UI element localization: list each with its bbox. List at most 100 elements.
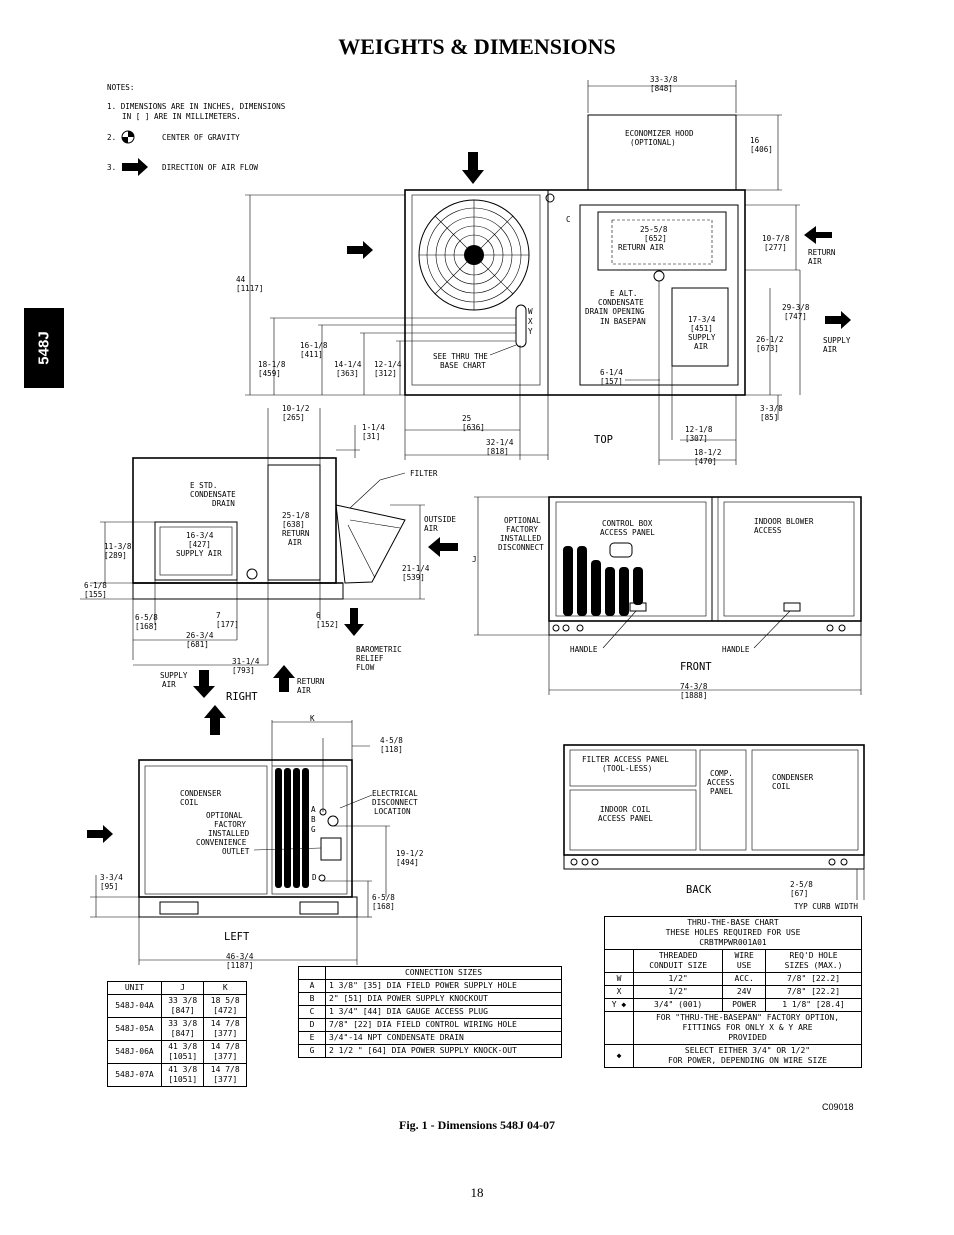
header-text: CONDUIT SIZE [649,961,708,970]
std-drain-label: E STD. [190,481,217,490]
dim-text: [1888] [680,691,707,700]
left-airflow-arrow-icon [87,825,113,843]
note-3-text: DIRECTION OF AIR FLOW [162,163,258,172]
supply-arrow-icon [825,311,851,329]
dim-text: 32-1/4 [486,438,514,447]
cell-text: 14 7/8 [210,1042,240,1051]
return-label: AIR [288,538,302,547]
dim-text: 26-1/2 [756,335,783,344]
economizer-label: (OPTIONAL) [630,138,676,147]
dim-text: 3-3/8 [760,404,783,413]
alt-drain-label: E ALT. [610,289,637,298]
dim-text: 3-3/4 [100,873,123,882]
note-3: 3. [107,163,116,172]
note-2-text: CENTER OF GRAVITY [162,133,240,142]
supply-label: SUPPLY [160,671,188,680]
dim-text: [681] [186,640,209,649]
comp-panel-label: COMP. [710,769,733,778]
dim-text: [85] [760,413,778,422]
hole-label-c: C [566,215,571,224]
dim-text: 12-1/8 [685,425,713,434]
dim-text: [818] [486,447,509,456]
cell-text: 33 3/8 [168,996,198,1005]
condenser-label: COIL [772,782,791,791]
dim-text: [363] [336,369,359,378]
dim-text: 29-3/8 [782,303,810,312]
hole-label-x: X [528,317,533,326]
cell: 548J-04A [107,994,162,1018]
cell-text: 14 7/8 [210,1019,240,1028]
dim-text: [277] [764,243,787,252]
supply-label: SUPPLY [823,336,851,345]
cell: 3/4"-14 NPT CONDENSATE DRAIN [325,1031,562,1045]
back-view-label: BACK [686,884,712,896]
cell: 2" [51] DIA POWER SUPPLY KNOCKOUT [325,992,562,1006]
dim-text: 6-1/8 [84,581,107,590]
control-box-label: CONTROL BOX [602,519,653,528]
header-text: REQ'D HOLE [789,951,838,960]
filter-label: FILTER [410,469,438,478]
dim-text: [168] [135,622,158,631]
control-box-handle [609,542,633,558]
curb-label: TYP CURB WIDTH [794,902,858,911]
note-text: SELECT EITHER 3/4" OR 1/2" [684,1046,811,1055]
cell: C [298,1005,326,1019]
filter-panel-label: (TOOL-LESS) [602,764,652,773]
indoor-coil-label: ACCESS PANEL [598,814,653,823]
dim-text: [177] [216,620,239,629]
cell: 41 3/8[1051] [160,1063,205,1087]
dim-text: [848] [650,84,673,93]
note-text: FOR POWER, DEPENDING ON WIRE SIZE [668,1056,827,1065]
dim-text: [168] [372,902,395,911]
cell: 2 1/2 " [64] DIA POWER SUPPLY KNOCK-OUT [325,1044,562,1058]
front-view: OPTIONAL FACTORY INSTALLED DISCONNECT CO… [472,496,862,700]
cell: SELECT EITHER 3/4" OR 1/2" FOR POWER, DE… [633,1044,862,1068]
dim-text: 12-1/4 [374,360,402,369]
dim-text: 6-5/8 [372,893,395,902]
dim-text: [636] [462,423,485,432]
left-view-label: LEFT [224,931,250,943]
cell-text: [377] [213,1029,238,1038]
dim-text: 1-1/4 [362,423,385,432]
blower-label: INDOOR BLOWER [754,517,814,526]
conn-label-b: B [311,815,316,824]
left-view-up-arrow-icon [204,705,226,735]
dim-text: [673] [756,344,779,353]
top-airflow-left-icon [347,241,373,259]
cell-text: [847] [170,1029,195,1038]
cell: G [298,1044,326,1058]
dim-text: [31] [362,432,380,441]
hole-label-w: W [528,307,533,316]
dim-text: [451] [690,324,713,333]
dim-text: [470] [694,457,717,466]
cell: 1 3/4" [44] DIA GAUGE ACCESS PLUG [325,1005,562,1019]
return-air-label: RETURN AIR [618,243,664,252]
condenser-label: COIL [180,798,199,807]
center-of-gravity-fill [122,131,134,143]
electrical-label: LOCATION [374,807,411,816]
condenser-label: CONDENSER [180,789,222,798]
return-label: RETURN [282,529,310,538]
dim-text: 31-1/4 [232,657,260,666]
std-drain-label: DRAIN [212,499,235,508]
cell-text: [377] [213,1052,238,1061]
page-title: WEIGHTS & DIMENSIONS [338,34,616,59]
disconnect-label: INSTALLED [500,534,542,543]
dim-text: [427] [188,540,211,549]
note-2: 2. [107,133,116,142]
top-unit-outline [404,189,746,396]
cell: 1 1/8" [28.4] [765,998,862,1012]
alt-drain-label: IN BASEPAN [600,317,646,326]
std-drain-icon [246,568,258,580]
return-label: RETURN [808,248,836,257]
return-arrow-icon [804,226,832,244]
front-coil-grille [563,546,643,616]
diamond-icon: ◆ [604,1044,634,1068]
cell [604,949,634,973]
dim-text: [289] [104,551,127,560]
